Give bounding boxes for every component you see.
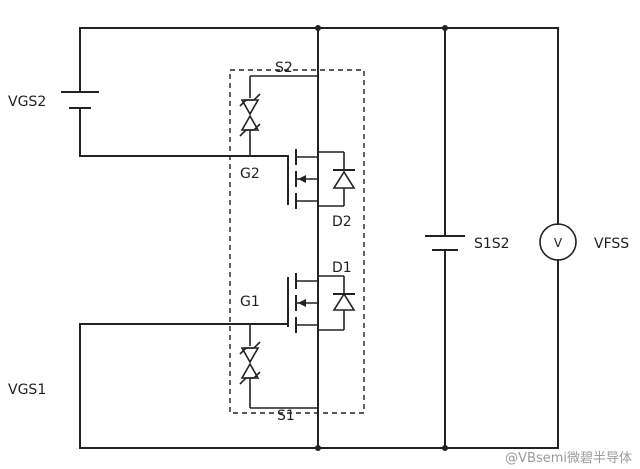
voltmeter-label: V	[554, 236, 563, 250]
junction-dot	[315, 25, 321, 31]
junction-dot	[442, 445, 448, 451]
junction-dots	[315, 25, 448, 451]
label-g1: G1	[240, 294, 260, 310]
label-vgs1: VGS1	[8, 382, 46, 398]
label-s1s2: S1S2	[474, 236, 510, 252]
body-arrow	[298, 299, 306, 307]
junction-dot	[315, 445, 321, 451]
label-vfss: VFSS	[594, 236, 629, 252]
voltmeter-circle	[539, 223, 577, 261]
diode-triangle	[332, 170, 356, 189]
label-s2: S2	[275, 60, 293, 76]
junction-dot	[442, 25, 448, 31]
zener-pair-lower	[239, 324, 318, 409]
module-outline	[229, 69, 365, 414]
label-vgs2: VGS2	[8, 94, 46, 110]
zener-triangle	[240, 347, 260, 364]
label-s1: S1	[277, 408, 295, 424]
mosfet-upper	[287, 149, 356, 209]
body-arrow	[298, 175, 306, 183]
wiring	[79, 27, 559, 449]
watermark: @VBsemi微碧半导体	[505, 451, 632, 466]
diode-triangle	[332, 292, 356, 311]
zener-pair-upper	[239, 75, 318, 156]
zener-triangle	[240, 99, 260, 116]
label-d1: D1	[332, 260, 352, 276]
mosfet-lower	[287, 273, 356, 333]
source-s1s2	[425, 235, 465, 251]
label-d2: D2	[332, 214, 352, 230]
battery-vgs2	[61, 91, 99, 109]
label-g2: G2	[240, 166, 260, 182]
voltmeter	[539, 223, 577, 261]
